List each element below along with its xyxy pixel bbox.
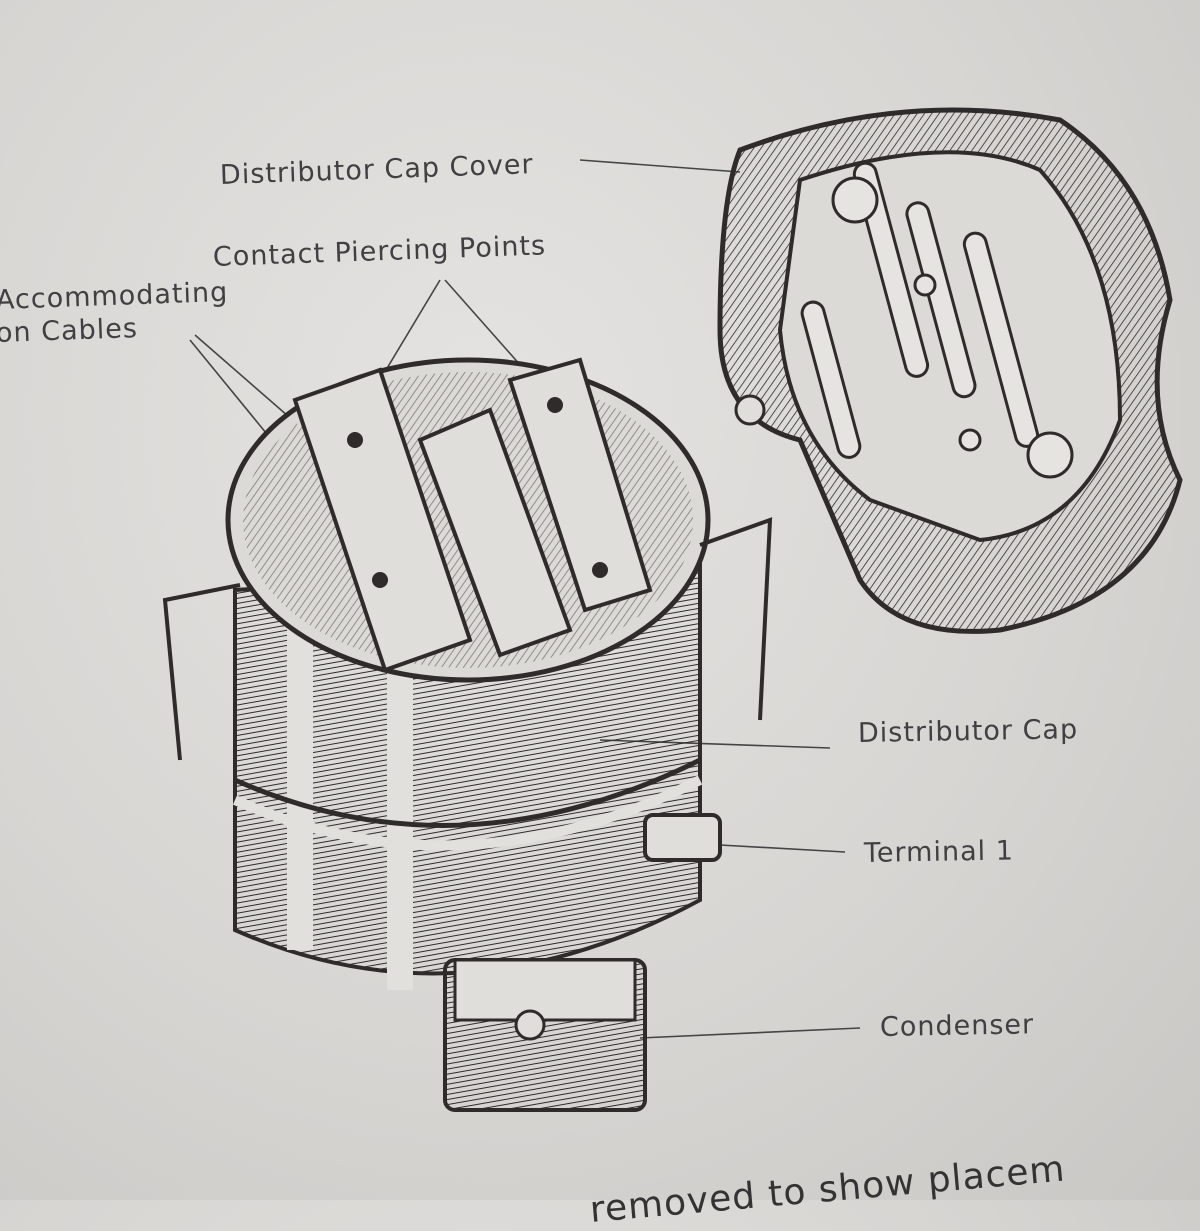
label-distributor-cap: Distributor Cap (857, 714, 1079, 749)
label-terminal-1: Terminal 1 (863, 835, 1015, 869)
label-accommodating-line2: on Cables (0, 313, 139, 349)
distributor-body (162, 357, 773, 1112)
distributor-cap-cover (717, 107, 1183, 634)
label-condenser: Condenser (879, 1009, 1035, 1043)
distributor-illustration (162, 107, 1183, 1112)
